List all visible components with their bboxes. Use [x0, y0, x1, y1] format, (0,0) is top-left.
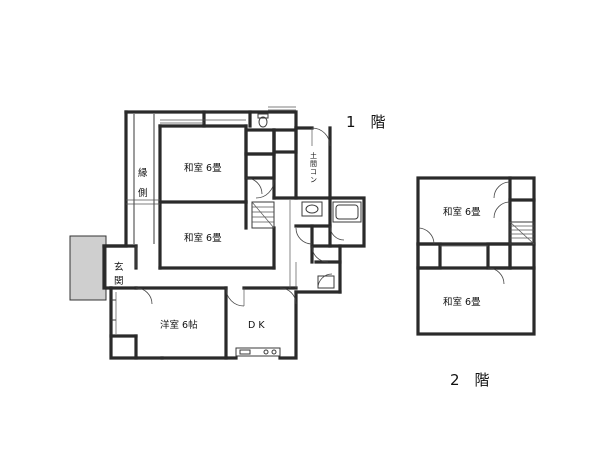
room-label-upstairs-a: 和室 6畳 — [443, 206, 481, 218]
first-floor-inner-walls — [102, 110, 342, 360]
first-floor-door-swings — [111, 127, 345, 334]
floor-title-first: 1 階 — [346, 113, 386, 131]
second-floor-door-swings — [417, 181, 511, 285]
room-label-dk: D K — [248, 320, 265, 331]
bath-fixtures — [301, 201, 362, 223]
room-label-doma-4: ン — [310, 176, 317, 184]
room-label-engawa-1: 縁 — [138, 167, 148, 179]
first-floor-outer-walls — [102, 110, 366, 360]
second-floor-walls — [416, 176, 536, 336]
entrance-porch — [69, 235, 107, 301]
staircase-second-floor — [509, 221, 535, 245]
room-label-washitsu-a: 和室 6畳 — [184, 162, 222, 174]
room-label-genkan-1: 玄 — [114, 261, 124, 273]
room-label-doma-1: 土 — [310, 151, 317, 160]
kitchen-counter — [235, 347, 281, 357]
room-label-doma-3: コ — [310, 168, 317, 176]
room-label-doma-2: 間 — [310, 160, 317, 168]
second-floor-plan: 和室 6畳 和室 6畳 2 階 — [416, 176, 536, 389]
floor-title-second: 2 階 — [450, 371, 490, 389]
room-label-genkan-2: 関 — [114, 276, 124, 287]
toilet-fixture — [257, 113, 269, 128]
engawa-partitions — [126, 106, 296, 244]
first-floor-plan: 1 階 和室 6畳 和室 6畳 縁 側 玄 関 洋室 6帖 D K 土 間 コ … — [69, 106, 386, 360]
room-label-engawa-2: 側 — [138, 187, 148, 199]
room-label-youshitsu: 洋室 6帖 — [160, 319, 198, 331]
room-label-upstairs-b: 和室 6畳 — [443, 296, 481, 308]
room-label-washitsu-b: 和室 6畳 — [184, 232, 222, 244]
staircase-first-floor — [251, 201, 275, 229]
